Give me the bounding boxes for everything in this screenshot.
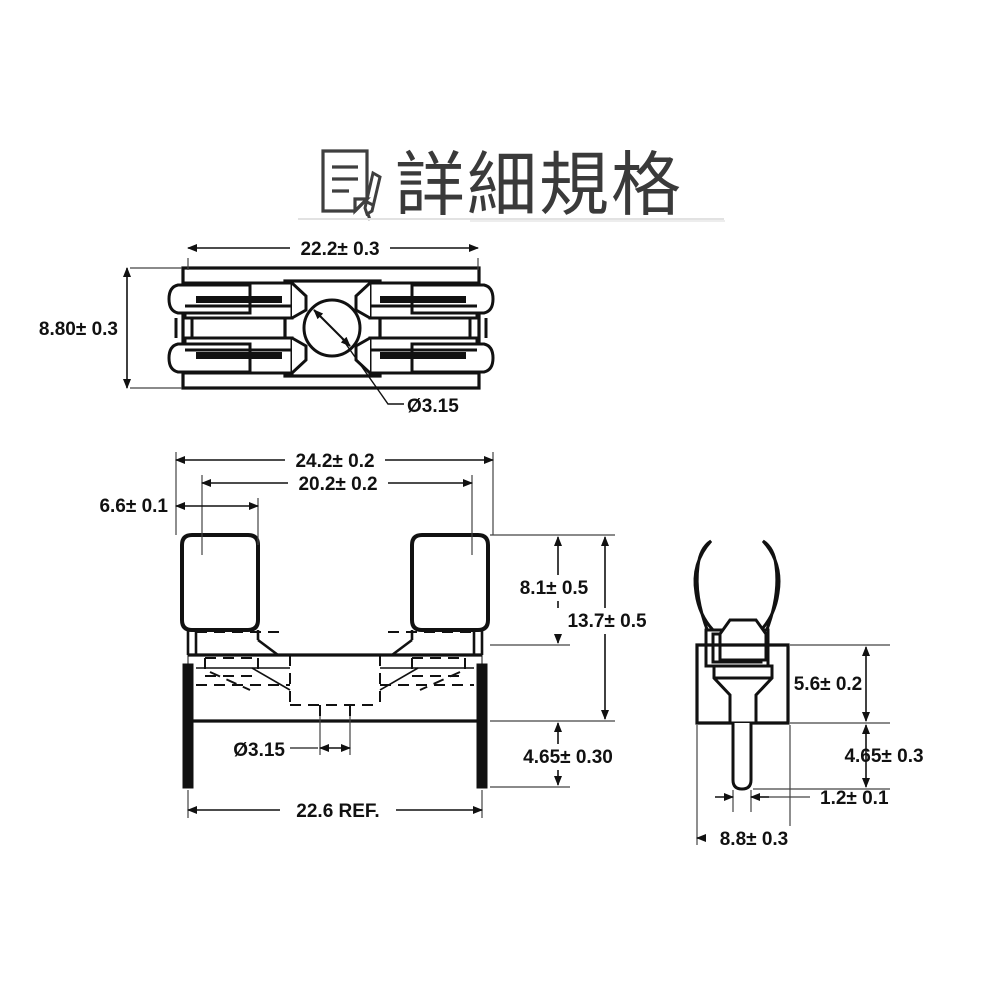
side-view-geometry xyxy=(693,539,890,845)
header-divider-right xyxy=(470,220,725,222)
header-divider xyxy=(298,218,724,220)
dim-label-13-7: 13.7± 0.5 xyxy=(567,611,647,632)
dim-label-5-6: 5.6± 0.2 xyxy=(794,674,863,695)
dim-label-4-65-side: 4.65± 0.3 xyxy=(844,746,923,767)
dim-label-1-2: 1.2± 0.1 xyxy=(820,788,889,809)
dim-label-8-1: 8.1± 0.5 xyxy=(520,578,589,599)
dim-label-4-65-front: 4.65± 0.30 xyxy=(523,747,613,768)
dim-label-22-6-ref: 22.6 REF. xyxy=(296,801,379,822)
dim-label-dia-315-front: Ø3.15 xyxy=(233,740,285,761)
dim-label-8-8: 8.8± 0.3 xyxy=(720,829,789,850)
dimension-labels: 22.2± 0.3 8.80± 0.3 Ø3.15 24.2± 0.2 20.2… xyxy=(39,235,924,852)
dim-label-dia-315-top: Ø3.15 xyxy=(407,396,459,417)
dim-label-20-2: 20.2± 0.2 xyxy=(298,474,377,495)
header-inner: 詳細規格 xyxy=(317,147,683,223)
dim-label-24-2: 24.2± 0.2 xyxy=(295,451,374,472)
document-pencil-icon xyxy=(321,149,382,221)
dim-label-22-2: 22.2± 0.3 xyxy=(300,239,379,260)
top-view-geometry xyxy=(123,244,495,405)
page-header: 詳細規格 xyxy=(0,130,1000,240)
page-title: 詳細規格 xyxy=(395,144,683,226)
dim-label-6-6: 6.6± 0.1 xyxy=(99,496,168,517)
front-view-geometry xyxy=(175,452,615,818)
dim-label-8-80: 8.80± 0.3 xyxy=(39,319,118,340)
